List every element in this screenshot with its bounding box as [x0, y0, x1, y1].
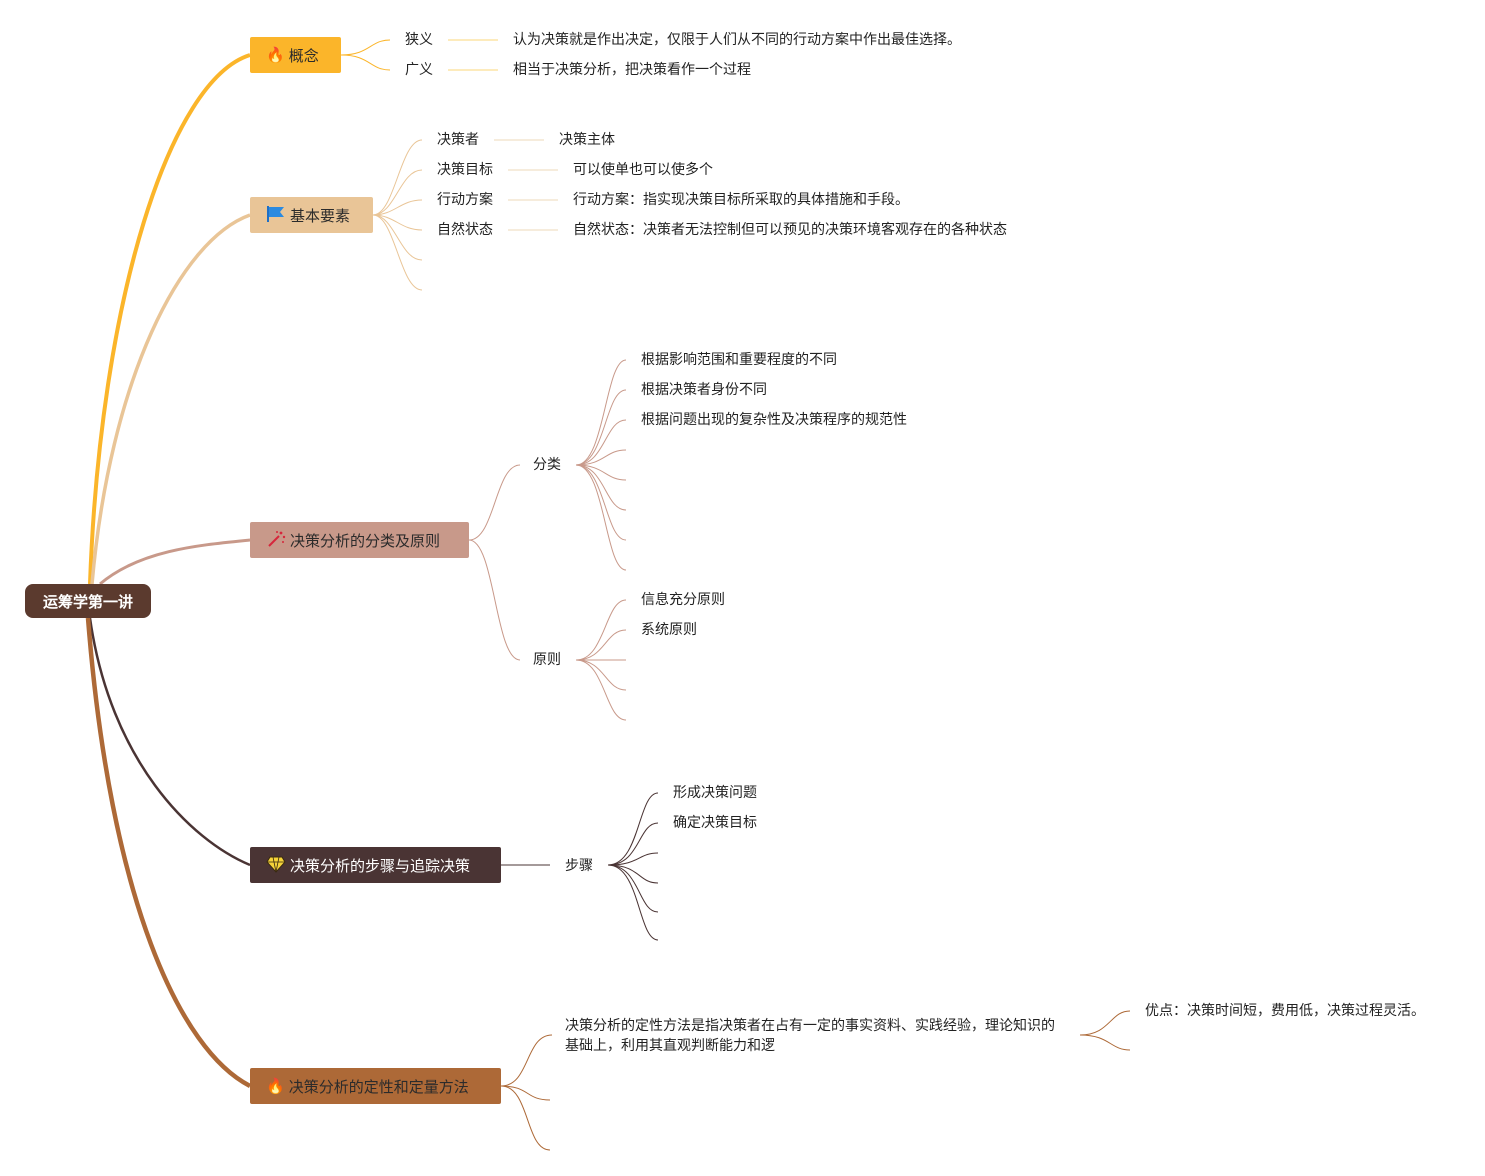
- topic-class-item[interactable]: 根据决策者身份不同: [641, 382, 767, 398]
- branch-concept[interactable]: 🔥 概念: [250, 37, 341, 73]
- topic-decision-maker-detail[interactable]: 决策主体: [559, 132, 615, 148]
- topic-broad[interactable]: 广义: [405, 62, 433, 78]
- topic-steps[interactable]: 步骤: [565, 858, 593, 874]
- topic-classification[interactable]: 分类: [533, 457, 561, 473]
- branch-basic-elements[interactable]: 基本要素: [250, 197, 373, 233]
- topic-decision-maker[interactable]: 决策者: [437, 132, 479, 148]
- connector-root-basic: [90, 213, 251, 585]
- topic-step-item[interactable]: 形成决策问题: [673, 785, 757, 801]
- connector-root-steps: [88, 617, 251, 867]
- fire-icon: 🔥: [266, 45, 285, 64]
- branch-steps[interactable]: 决策分析的步骤与追踪决策: [250, 847, 501, 883]
- topic-step-item[interactable]: 确定决策目标: [673, 815, 757, 831]
- topic-decision-goal-detail[interactable]: 可以使单也可以使多个: [573, 162, 713, 178]
- branch-steps-label: 决策分析的步骤与追踪决策: [290, 856, 471, 875]
- topic-narrow-detail[interactable]: 认为决策就是作出决定，仅限于人们从不同的行动方案中作出最佳选择。: [513, 32, 961, 48]
- branch-basic-label: 基本要素: [290, 206, 351, 225]
- topic-principle-item[interactable]: 信息充分原则: [641, 592, 725, 608]
- connector-root-concept: [88, 53, 251, 585]
- branch-methods-label: 决策分析的定性和定量方法: [288, 1077, 469, 1096]
- topic-broad-detail[interactable]: 相当于决策分析，把决策看作一个过程: [513, 62, 751, 78]
- topic-action-plan-detail[interactable]: 行动方案：指实现决策目标所采取的具体措施和手段。: [573, 192, 909, 208]
- flag-icon: [266, 205, 286, 226]
- branch-concept-label: 概念: [288, 46, 319, 65]
- fire-icon: 🔥: [266, 1076, 285, 1095]
- root-topic-label: 运筹学第一讲: [42, 592, 133, 611]
- branch-class-label: 决策分析的分类及原则: [290, 531, 441, 550]
- diamond-icon: [266, 855, 286, 876]
- topic-decision-goal[interactable]: 决策目标: [437, 162, 493, 178]
- topic-qualitative-method[interactable]: 决策分析的定性方法是指决策者在占有一定的事实资料、实践经验，理论知识的基础上，利…: [565, 1018, 1055, 1054]
- topic-advantage[interactable]: 优点：决策时间短，费用低，决策过程灵活。: [1145, 1003, 1425, 1019]
- topic-action-plan[interactable]: 行动方案: [437, 192, 493, 208]
- branch-classification[interactable]: 决策分析的分类及原则: [250, 522, 469, 558]
- topic-natural-state[interactable]: 自然状态: [437, 222, 493, 238]
- topic-principles[interactable]: 原则: [533, 652, 561, 668]
- topic-principle-item[interactable]: 系统原则: [641, 622, 697, 638]
- branch-methods[interactable]: 🔥 决策分析的定性和定量方法: [250, 1068, 501, 1104]
- topic-natural-state-detail[interactable]: 自然状态：决策者无法控制但可以预见的决策环境客观存在的各种状态: [573, 222, 1007, 238]
- topic-class-item[interactable]: 根据问题出现的复杂性及决策程序的规范性: [641, 412, 907, 428]
- topic-narrow[interactable]: 狭义: [405, 32, 433, 48]
- root-topic[interactable]: 运筹学第一讲: [25, 584, 151, 618]
- connector-root-class: [99, 538, 251, 586]
- connector-root-methods: [85, 617, 252, 1088]
- magic-wand-icon: [266, 530, 286, 551]
- topic-class-item[interactable]: 根据影响范围和重要程度的不同: [641, 352, 837, 368]
